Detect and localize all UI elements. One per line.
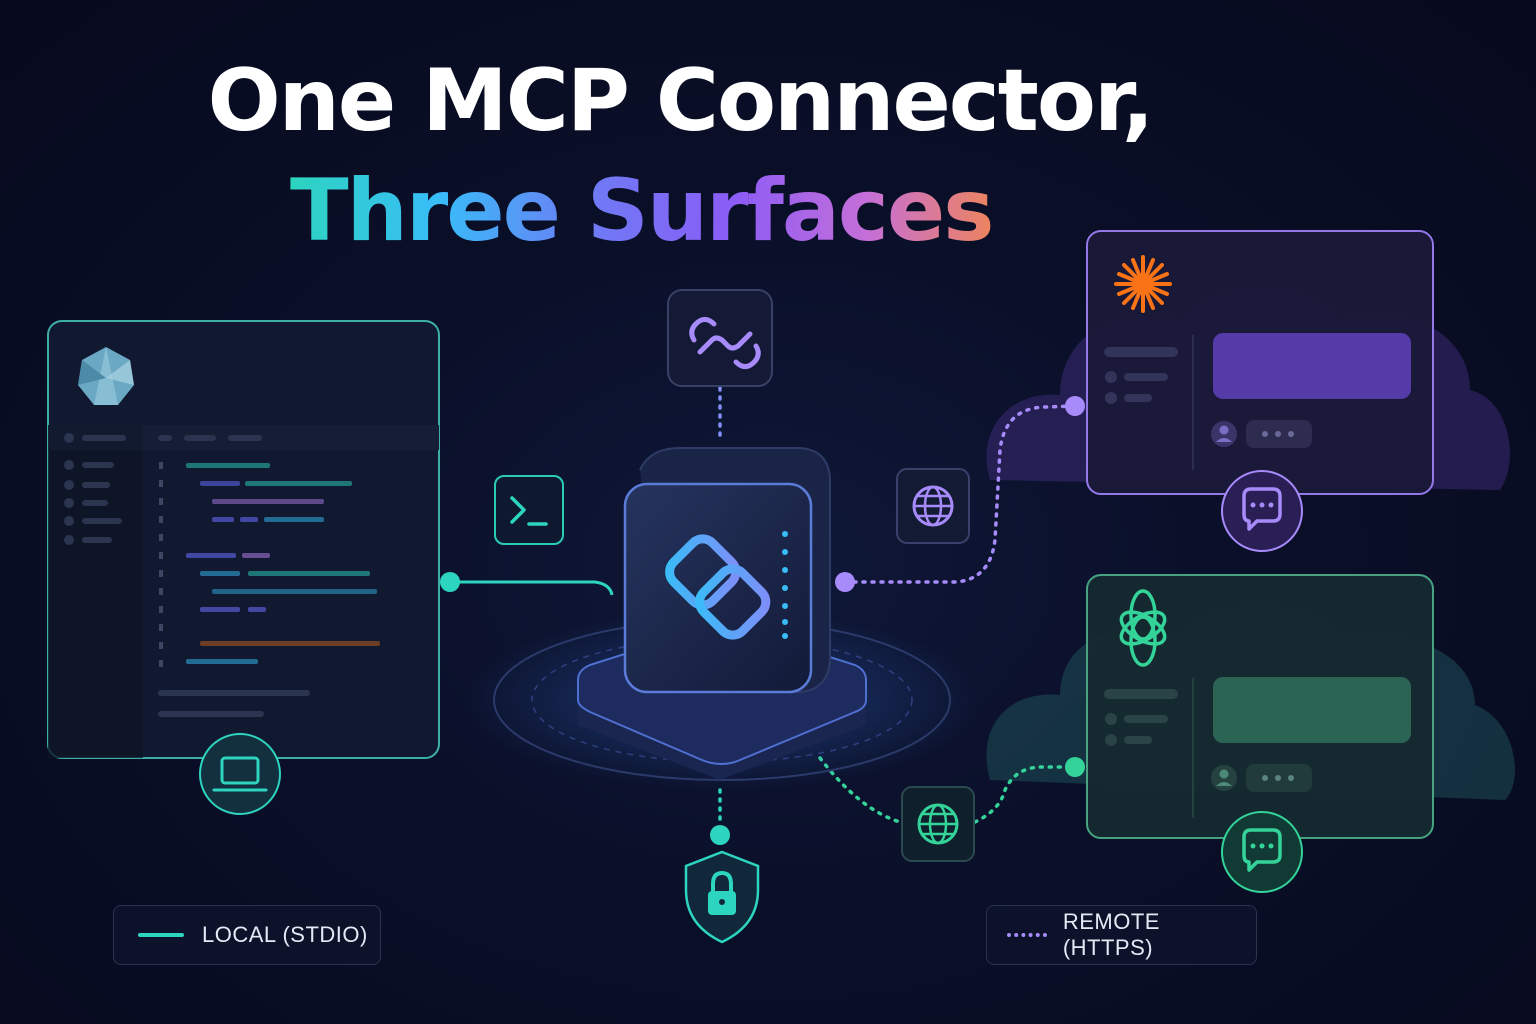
chatgpt-remote-line-2 <box>973 765 1077 824</box>
code-lines <box>186 463 380 664</box>
legend-local: LOCAL (STDIO) <box>113 905 381 965</box>
openai-knot-icon <box>1119 589 1167 667</box>
terminal-icon <box>494 475 564 545</box>
claude-window <box>1086 230 1434 495</box>
chat-bubble-icon-claude <box>1221 470 1303 552</box>
legend-local-label: LOCAL (STDIO) <box>202 922 368 947</box>
claude-sunburst-icon <box>1114 255 1172 313</box>
obsidian-gem-icon <box>78 347 134 405</box>
legend-dotted-line <box>1007 933 1047 937</box>
legend-remote-label: REMOTE (HTTPS) <box>1062 909 1160 960</box>
claude-remote-line <box>843 404 1077 584</box>
local-connector-dot <box>440 572 460 592</box>
chat-bubble-icon-chatgpt <box>1221 811 1303 893</box>
claude-connector-dot-right <box>1065 396 1085 416</box>
shield-lock-icon <box>684 850 760 944</box>
mcp-connector-cube <box>623 447 831 694</box>
globe-icon-claude <box>896 468 970 544</box>
title-line-2: Three Surfaces <box>290 168 1030 254</box>
chatgpt-connector-dot <box>1065 757 1085 777</box>
status-lights <box>782 531 788 639</box>
legend-solid-line <box>138 933 184 937</box>
chatgpt-window <box>1086 574 1434 839</box>
claude-connector-dot-left <box>835 572 855 592</box>
security-connector-dot <box>710 825 730 845</box>
local-editor-window <box>47 320 440 759</box>
laptop-icon <box>199 733 281 815</box>
local-connector-line <box>450 580 614 596</box>
title-line-1: One MCP Connector, <box>207 51 1155 151</box>
legend-remote: REMOTE (HTTPS) <box>986 905 1257 965</box>
globe-icon-chatgpt <box>901 786 975 862</box>
link-icon <box>667 289 773 387</box>
connector-ring-inner <box>531 637 913 763</box>
mcp-logo-icon <box>665 534 771 640</box>
